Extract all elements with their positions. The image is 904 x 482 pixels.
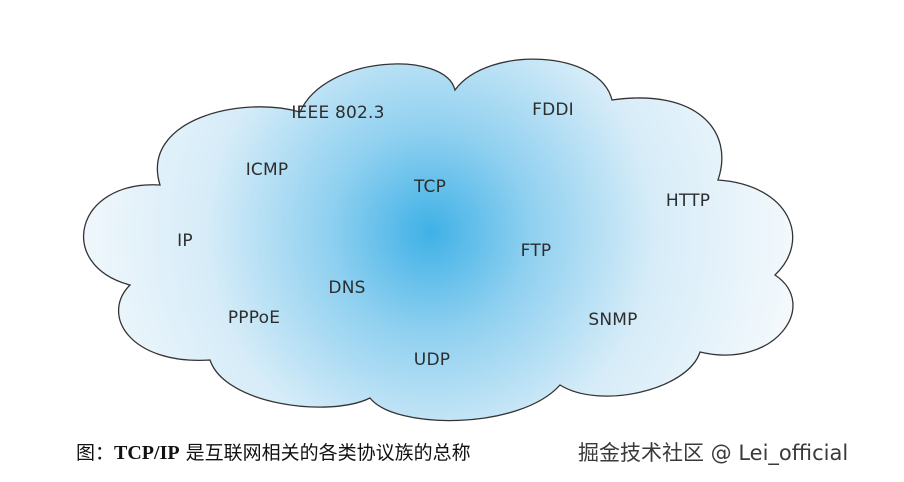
cloud-shape (82, 58, 794, 422)
protocol-pppoe: PPPoE (227, 308, 281, 328)
protocol-http: HTTP (665, 191, 711, 211)
protocol-ieee: IEEE 802.3 (291, 103, 385, 123)
protocol-cloud: IEEE 802.3 FDDI ICMP TCP HTTP IP FTP DNS… (82, 58, 794, 422)
watermark: 掘金技术社区 @ Lei_official (578, 441, 849, 465)
protocol-tcp: TCP (413, 177, 447, 197)
protocol-ip: IP (177, 231, 193, 251)
figure-caption: 图：TCP/IP 是互联网相关的各类协议族的总称 (76, 436, 471, 470)
protocol-udp: UDP (413, 350, 451, 370)
protocol-snmp: SNMP (588, 310, 638, 330)
protocol-ftp: FTP (520, 241, 552, 261)
protocol-icmp: ICMP (245, 160, 289, 180)
protocol-fddi: FDDI (532, 100, 574, 120)
protocol-dns: DNS (328, 278, 366, 298)
caption-bold-term: TCP/IP (114, 442, 180, 464)
caption-suffix: 是互联网相关的各类协议族的总称 (179, 442, 471, 464)
caption-prefix: 图： (76, 442, 115, 464)
cloud-outline (82, 58, 794, 422)
